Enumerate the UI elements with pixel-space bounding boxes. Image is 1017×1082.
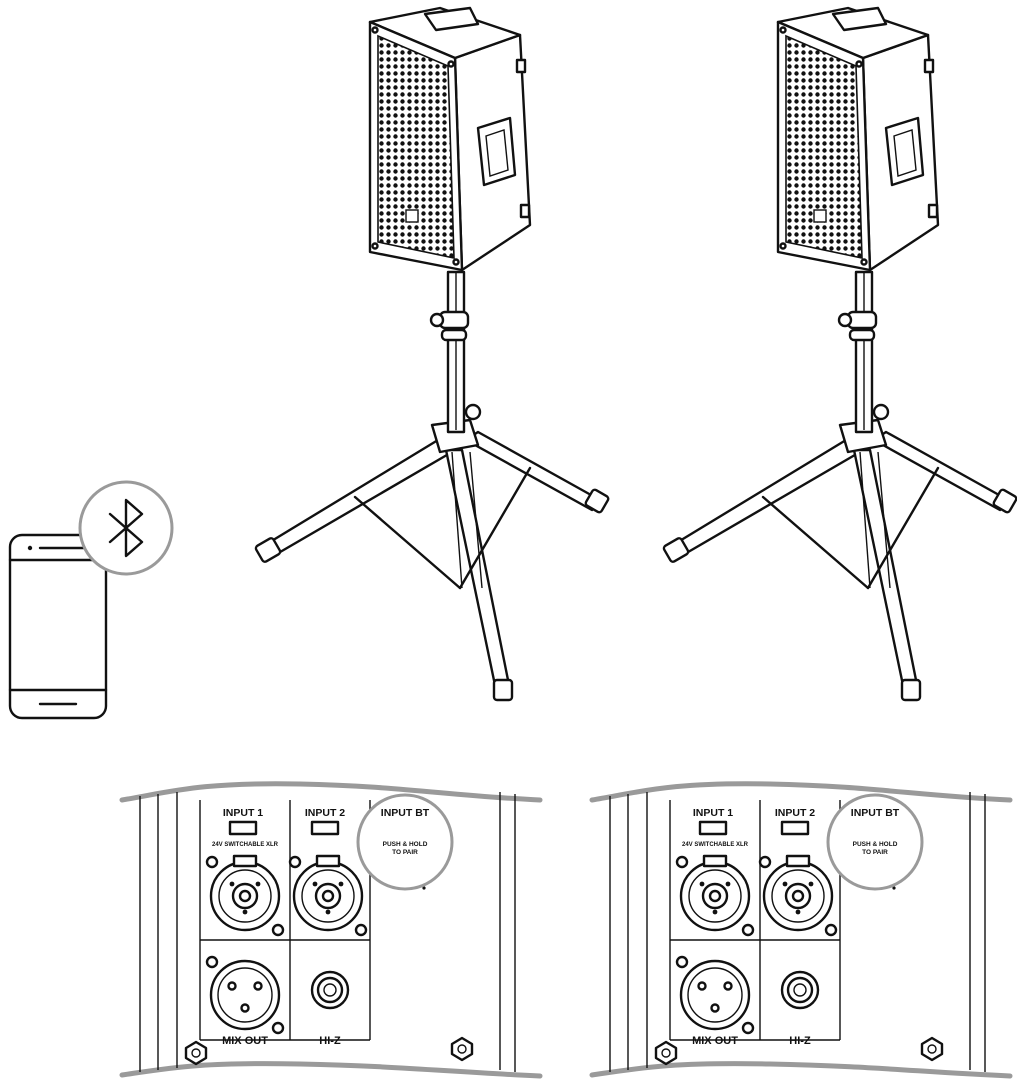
- xlr-note: 24V SWITCHABLE XLR: [212, 842, 279, 848]
- speaker-right: [661, 6, 1017, 702]
- inputbt-label: INPUT BT: [851, 807, 900, 819]
- bluetooth-icon: [78, 480, 174, 576]
- pair-line2: TO PAIR: [392, 849, 418, 856]
- panel-labels-right: INPUT 1 INPUT 2 INPUT BT 24V SWITCHABLE …: [682, 807, 900, 1047]
- input2-label: INPUT 2: [305, 807, 345, 819]
- smartphone-icon: [8, 533, 108, 720]
- rear-panel-right: [592, 784, 1010, 1076]
- hiz-label: HI-Z: [789, 1035, 811, 1047]
- xlr-note: 24V SWITCHABLE XLR: [682, 842, 749, 848]
- input2-label: INPUT 2: [775, 807, 815, 819]
- inputbt-label: INPUT BT: [381, 807, 430, 819]
- input1-label: INPUT 1: [693, 807, 733, 819]
- pair-line1: PUSH & HOLD: [853, 841, 898, 848]
- hiz-label: HI-Z: [319, 1035, 341, 1047]
- input1-label: INPUT 1: [223, 807, 263, 819]
- mixout-label: MIX OUT: [692, 1035, 738, 1047]
- pair-line2: TO PAIR: [862, 849, 888, 856]
- panel-labels-left: INPUT 1 INPUT 2 INPUT BT 24V SWITCHABLE …: [212, 807, 430, 1047]
- mixout-label: MIX OUT: [222, 1035, 268, 1047]
- pair-line1: PUSH & HOLD: [383, 841, 428, 848]
- speaker-left: [253, 6, 611, 702]
- rear-panel-left: [122, 784, 540, 1076]
